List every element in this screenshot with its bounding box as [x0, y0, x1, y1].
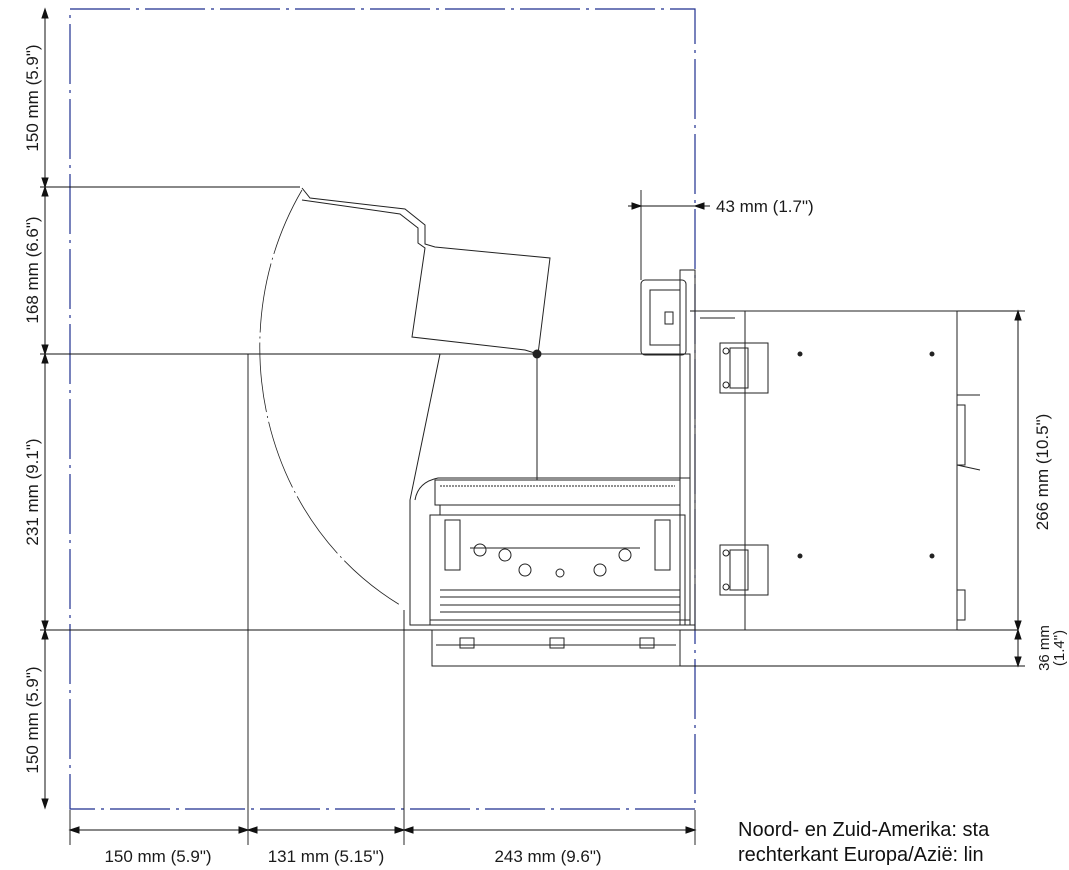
region-note-line-2: rechterkant Europa/Azië: lin [738, 844, 984, 866]
dim-feet-mm: 36 mm [1036, 625, 1053, 671]
dim-top-clearance: 150 mm (5.9") [23, 44, 42, 151]
dim-left-clearance: 150 mm (5.9") [104, 847, 211, 866]
open-cover [301, 187, 551, 480]
dim-body-height: 231 mm (9.1") [23, 438, 42, 545]
dim-bottom-clearance: 150 mm (5.9") [23, 666, 42, 773]
dim-feet-in: (1.4") [1051, 630, 1068, 666]
region-note: Noord- en Zuid-Amerika: sta rechterkant … [738, 818, 1069, 868]
cover-swing-arc [259, 189, 401, 606]
dim-printer-depth: 243 mm (9.6") [494, 847, 601, 866]
printer-base [431, 629, 681, 667]
reference-lines [40, 186, 1025, 845]
dim-right-offset: 43 mm (1.7") [716, 197, 814, 216]
right-dimension-line [1014, 309, 1022, 668]
dim-cover-open: 168 mm (6.6") [23, 216, 42, 323]
clearance-boundary [69, 8, 696, 810]
left-dimension-line [41, 7, 49, 810]
region-note-line-1: Noord- en Zuid-Amerika: sta [738, 819, 990, 841]
printer-front-body [409, 353, 691, 626]
dim-rear-height: 266 mm (10.5") [1033, 414, 1052, 531]
control-panel [640, 279, 687, 356]
offset-dimension-line [628, 202, 710, 210]
dim-door-swing: 131 mm (5.15") [268, 847, 385, 866]
printer-rear-body [679, 269, 981, 631]
bottom-dimension-line [68, 826, 697, 834]
